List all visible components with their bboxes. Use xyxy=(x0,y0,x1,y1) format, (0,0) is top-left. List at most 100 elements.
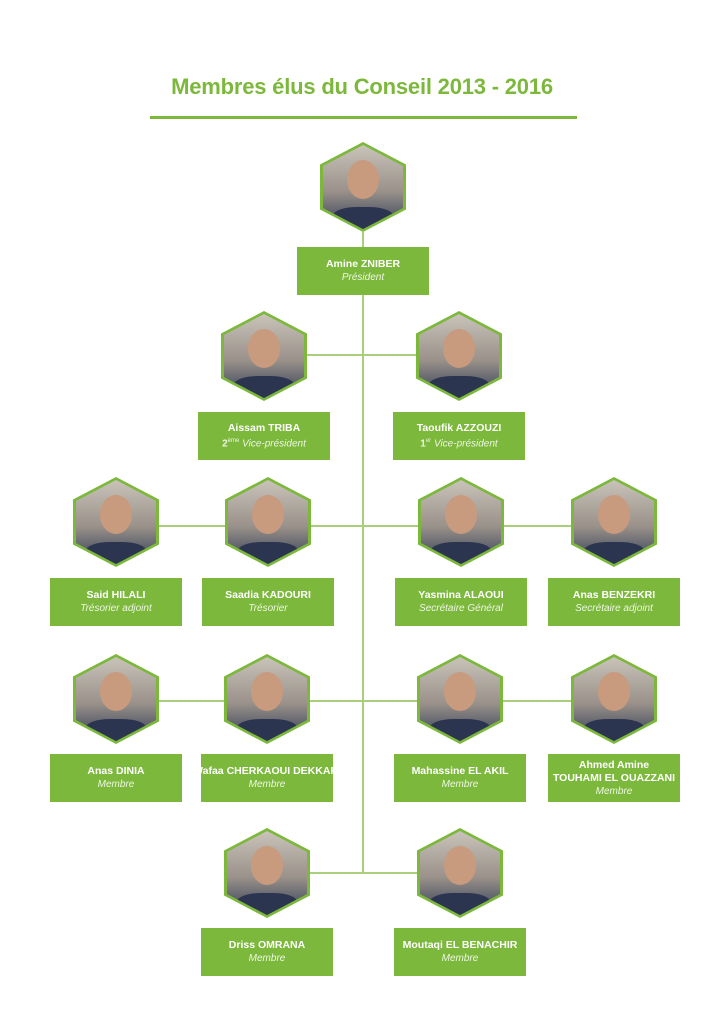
member-photo xyxy=(224,828,310,918)
member-name: Taoufik AZZOUZI xyxy=(416,421,502,434)
portrait-image xyxy=(227,657,307,741)
member-role: Trésorier xyxy=(248,602,287,615)
face-shape xyxy=(100,672,132,711)
page-title: Membres élus du Conseil 2013 - 2016 xyxy=(171,74,553,99)
member-photo xyxy=(73,477,159,567)
member-role-text: Secrétaire Général xyxy=(419,603,503,614)
member-name: Driss OMRANA xyxy=(228,939,306,951)
portrait-image xyxy=(228,480,308,564)
face-shape xyxy=(598,495,630,534)
role-ordinal-suffix: er xyxy=(425,437,432,444)
suit-shape xyxy=(233,376,295,398)
member-card: Yasmina ALAOUI Secrétaire Général xyxy=(395,578,527,626)
suit-shape xyxy=(428,376,490,398)
role-ordinal: 2 xyxy=(222,438,228,450)
face-shape xyxy=(598,672,630,711)
member-photo xyxy=(417,654,503,744)
face-shape xyxy=(443,329,475,368)
member-photo xyxy=(418,477,504,567)
member-name: Anas BENZEKRI xyxy=(572,589,656,601)
suit-shape xyxy=(85,542,147,564)
member-card: Anas BENZEKRI Secrétaire adjoint xyxy=(548,578,680,626)
connector-row-officers xyxy=(158,525,572,527)
member-card: Anas DINIA Membre xyxy=(50,754,182,802)
member-role-text: Trésorier adjoint xyxy=(80,603,152,614)
member-photo xyxy=(416,311,502,401)
portrait-image xyxy=(323,145,403,229)
member-role: Membre xyxy=(249,778,286,791)
suit-shape xyxy=(583,542,645,564)
member-name: Anas DINIA xyxy=(87,765,145,777)
member-photo xyxy=(73,654,159,744)
member-role-text: Membre xyxy=(248,779,286,790)
member-card: Driss OMRANA Membre xyxy=(201,928,333,976)
suit-shape xyxy=(583,719,645,741)
suit-shape xyxy=(236,719,298,741)
member-role: 1er Vice-président xyxy=(420,435,497,450)
face-shape xyxy=(347,160,379,199)
suit-shape xyxy=(429,893,491,915)
member-role: Membre xyxy=(442,778,479,791)
title-divider xyxy=(150,116,577,119)
member-role: Secrétaire Général xyxy=(419,602,503,615)
member-name: Aissam TRIBA xyxy=(227,421,301,434)
member-role: Membre xyxy=(98,778,135,791)
member-card: Amine ZNIBER Président xyxy=(297,247,429,295)
member-role-text: Membre xyxy=(441,779,479,790)
portrait-image xyxy=(76,657,156,741)
connector-row-vp xyxy=(306,354,418,356)
member-card: Moutaqi EL BENACHIR Membre xyxy=(394,928,526,976)
suit-shape xyxy=(429,719,491,741)
member-role: Membre xyxy=(249,952,286,965)
member-role: Secrétaire adjoint xyxy=(575,602,653,615)
face-shape xyxy=(251,846,283,885)
member-role: Membre xyxy=(442,952,479,965)
member-role-text: Secrétaire adjoint xyxy=(575,603,653,614)
connector-row-members-1 xyxy=(158,700,572,702)
face-shape xyxy=(444,672,476,711)
portrait-image xyxy=(421,480,501,564)
member-photo xyxy=(225,477,311,567)
member-role-text: Membre xyxy=(248,953,286,964)
portrait-image xyxy=(224,314,304,398)
member-photo xyxy=(221,311,307,401)
member-role-text: Président xyxy=(341,272,385,283)
member-photo xyxy=(320,142,406,232)
role-ordinal-suffix: ème xyxy=(227,437,240,444)
member-name: Moutaqi EL BENACHIR xyxy=(402,939,518,951)
member-name: Wafaa CHERKAOUI DEKKAKI xyxy=(193,765,341,777)
role-ordinal: 1 xyxy=(420,438,426,450)
member-photo xyxy=(224,654,310,744)
member-card: Mahassine EL AKIL Membre xyxy=(394,754,526,802)
member-photo xyxy=(571,654,657,744)
face-shape xyxy=(445,495,477,534)
portrait-image xyxy=(76,480,156,564)
member-name-line2: TOUHAMI EL OUAZZANI xyxy=(552,771,676,784)
member-name: Mahassine EL AKIL xyxy=(411,765,509,777)
suit-shape xyxy=(332,207,394,229)
member-name: Yasmina ALAOUI xyxy=(418,589,504,601)
member-role-text: Membre xyxy=(441,953,479,964)
connector-trunk xyxy=(362,232,364,874)
member-role-text: Membre xyxy=(97,779,135,790)
portrait-image xyxy=(574,480,654,564)
member-photo xyxy=(571,477,657,567)
face-shape xyxy=(251,672,283,711)
suit-shape xyxy=(236,893,298,915)
face-shape xyxy=(100,495,132,534)
member-role-text: Membre xyxy=(595,785,633,797)
portrait-image xyxy=(420,831,500,915)
member-photo xyxy=(417,828,503,918)
face-shape xyxy=(252,495,284,534)
member-card: Aissam TRIBA 2ème Vice-président xyxy=(198,412,330,460)
portrait-image xyxy=(574,657,654,741)
member-role-text: Trésorier xyxy=(248,603,288,614)
member-name: Amine ZNIBER xyxy=(325,258,401,270)
member-role-text: Vice-président xyxy=(239,438,306,450)
portrait-image xyxy=(420,657,500,741)
member-card: Wafaa CHERKAOUI DEKKAKI Membre xyxy=(193,754,341,802)
suit-shape xyxy=(85,719,147,741)
